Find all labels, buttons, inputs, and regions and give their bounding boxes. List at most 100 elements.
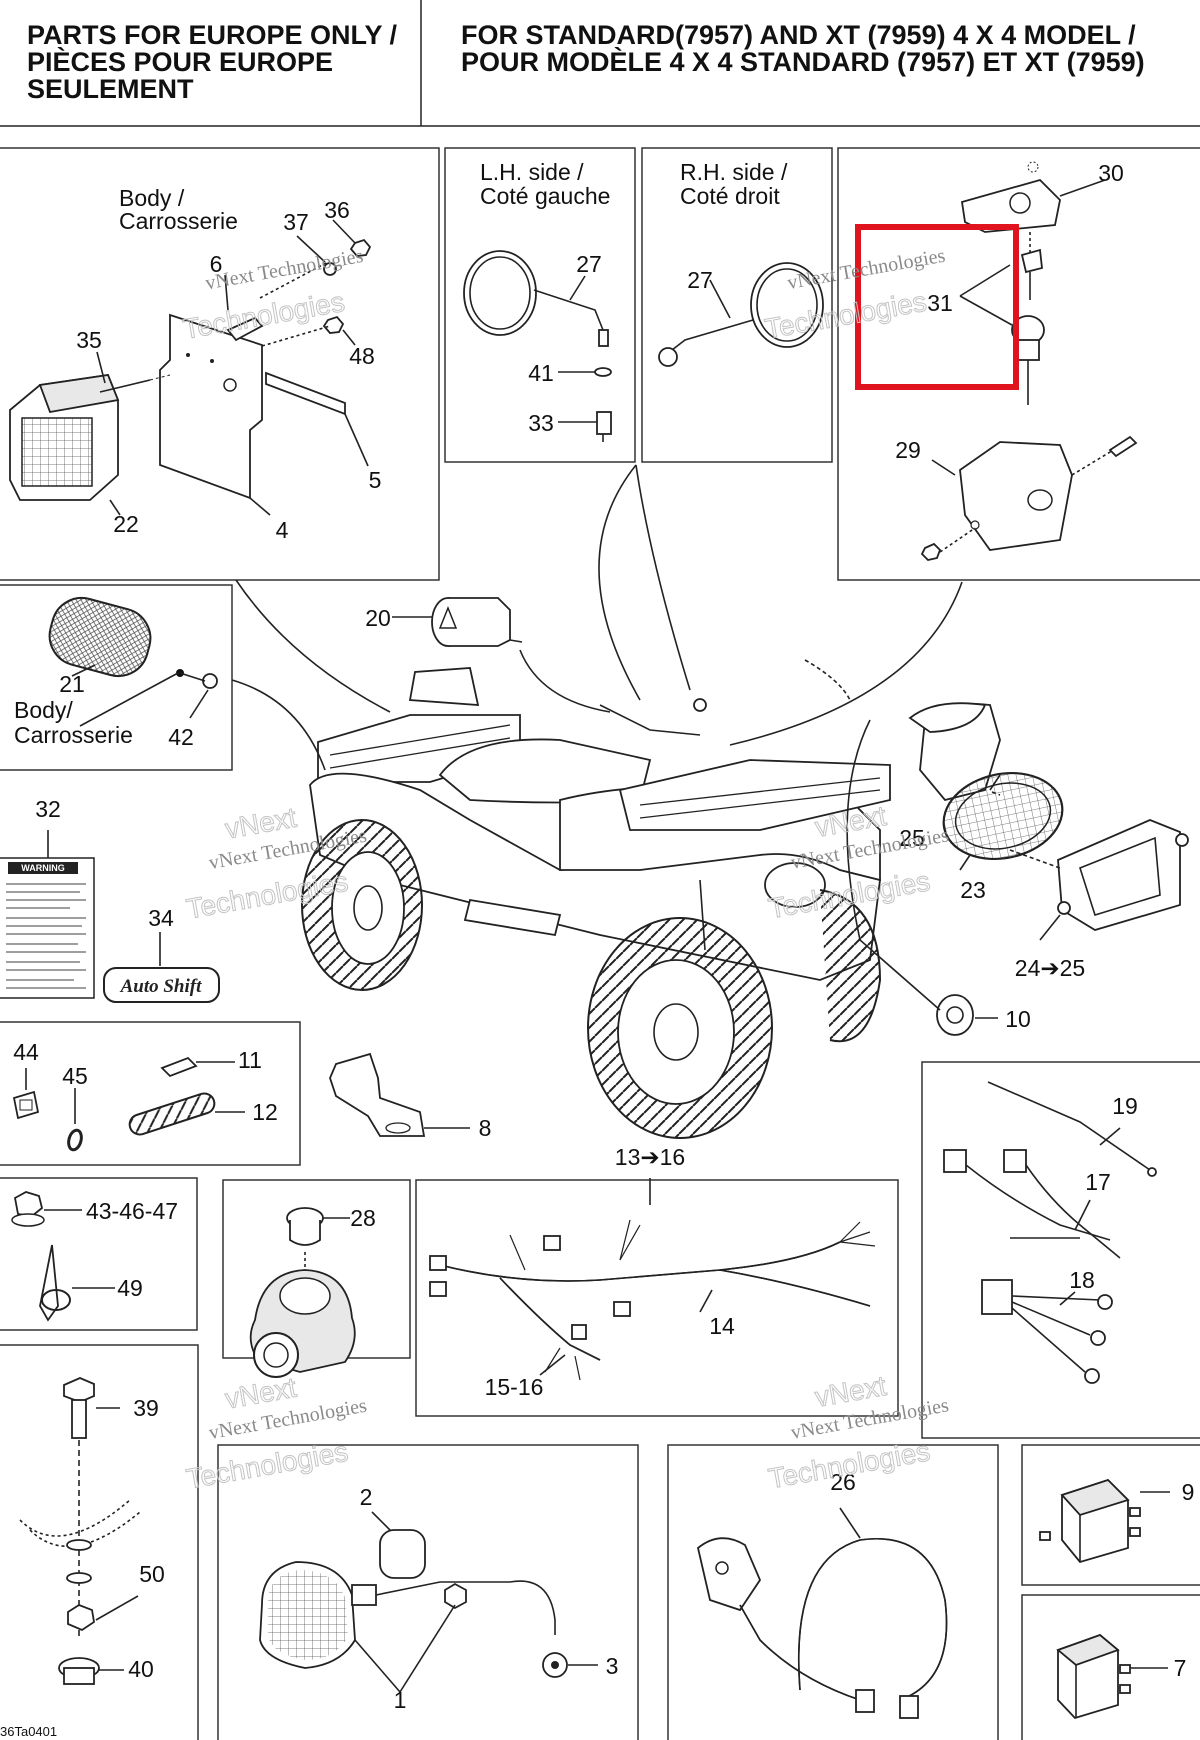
key-part-31 bbox=[1020, 248, 1043, 274]
nut-part-43 bbox=[13, 1191, 44, 1217]
callout-3: 3 bbox=[606, 1653, 619, 1679]
rh-side-label-line-2: Coté droit bbox=[680, 183, 780, 209]
callout-27-rh: 27 bbox=[687, 267, 713, 293]
connector-part-17 bbox=[943, 1149, 967, 1173]
washer-part-41 bbox=[594, 367, 612, 377]
header: PARTS FOR EUROPE ONLY / PIÈCES POUR EURO… bbox=[0, 0, 1200, 127]
pointer-curves bbox=[231, 464, 1061, 1011]
turn-signal-assembly bbox=[259, 1511, 598, 1693]
rh-mirror-part-27 bbox=[750, 262, 824, 348]
panel-handlebar-switch bbox=[667, 1444, 999, 1740]
lh-side-label-line-2: Coté gauche bbox=[480, 183, 610, 209]
panel-lh-mirror bbox=[444, 147, 636, 463]
nut-part-48 bbox=[322, 315, 345, 334]
panel-ignition bbox=[837, 147, 1200, 581]
callout-14: 14 bbox=[709, 1313, 735, 1339]
callout-37: 37 bbox=[283, 209, 309, 235]
callout-42: 42 bbox=[168, 724, 194, 750]
grommet-part-2 bbox=[379, 1529, 426, 1579]
callout-17: 17 bbox=[1085, 1169, 1111, 1195]
reflector-part-21 bbox=[48, 596, 152, 678]
bracket-part-8 bbox=[329, 1052, 426, 1137]
figure-code: 36Ta0401 bbox=[0, 1724, 57, 1739]
headlight-assembly bbox=[908, 702, 1189, 941]
gasket-part-44 bbox=[12, 1090, 40, 1120]
callout-33: 33 bbox=[528, 410, 554, 436]
callout-8: 8 bbox=[479, 1115, 492, 1141]
watermark-outline: Technologies bbox=[181, 286, 347, 345]
callout-21: 21 bbox=[59, 671, 85, 697]
spring-part-12 bbox=[128, 1092, 216, 1136]
callout-24-25: 24➔25 bbox=[1015, 955, 1085, 981]
callout-19: 19 bbox=[1112, 1093, 1138, 1119]
relay-part-9 bbox=[1039, 1478, 1170, 1564]
callout-34: 34 bbox=[148, 905, 174, 931]
screw-part-35 bbox=[99, 379, 151, 393]
relay-part-7 bbox=[1056, 1633, 1168, 1720]
callout-35: 35 bbox=[76, 327, 102, 353]
wiring-harness-part-14 bbox=[429, 1178, 876, 1381]
tail-light-part-22 bbox=[9, 374, 120, 501]
callout-25: 25 bbox=[899, 825, 925, 851]
callout-39: 39 bbox=[133, 1395, 159, 1421]
highlight-box bbox=[855, 224, 1019, 390]
callout-27-lh: 27 bbox=[576, 251, 602, 277]
callout-36: 36 bbox=[324, 197, 350, 223]
washer-part-50 bbox=[67, 1603, 95, 1632]
callout-1: 1 bbox=[394, 1687, 407, 1713]
panel-small-parts bbox=[0, 1021, 301, 1166]
reflector-body-label-line-1: Body/ bbox=[14, 697, 73, 723]
bezel-part-24 bbox=[1057, 819, 1181, 931]
body-label-line-2: Carrosserie bbox=[119, 208, 238, 234]
washer-part-37 bbox=[323, 262, 337, 276]
panel-bolts bbox=[0, 1344, 199, 1740]
callout-4: 4 bbox=[276, 517, 289, 543]
nut-part-42 bbox=[202, 673, 218, 689]
callout-43-46-47: 43-46-47 bbox=[86, 1198, 178, 1224]
lh-mirror-assembly: L.H. side / Coté gauche bbox=[463, 159, 612, 442]
reflector-body-label-line-2: Carrosserie bbox=[14, 722, 133, 748]
atv-vehicle bbox=[301, 667, 891, 1139]
spacer-part-6 bbox=[226, 316, 264, 342]
callout-40: 40 bbox=[128, 1656, 154, 1682]
panel-license-plate bbox=[0, 147, 440, 581]
right-title-line-1: FOR STANDARD(7957) AND XT (7959) 4 X 4 M… bbox=[461, 20, 1136, 50]
callout-13-16: 13➔16 bbox=[615, 1144, 685, 1170]
callout-50: 50 bbox=[139, 1561, 165, 1587]
callout-29: 29 bbox=[895, 437, 921, 463]
panel-wiring-sub bbox=[921, 1061, 1200, 1439]
relay-socket-part-18 bbox=[981, 1279, 1013, 1315]
callout-45: 45 bbox=[62, 1063, 88, 1089]
connector-part-11 bbox=[160, 1056, 198, 1078]
callout-49: 49 bbox=[117, 1275, 143, 1301]
callout-20: 20 bbox=[365, 605, 391, 631]
callout-18: 18 bbox=[1069, 1267, 1095, 1293]
callout-11: 11 bbox=[238, 1047, 262, 1073]
reflector-assembly: Body/ Carrosserie bbox=[14, 596, 218, 748]
o-ring-part-45 bbox=[67, 1128, 83, 1152]
callout-7: 7 bbox=[1174, 1655, 1187, 1681]
left-title-line-1: PARTS FOR EUROPE ONLY / bbox=[27, 20, 398, 50]
callout-44: 44 bbox=[13, 1039, 39, 1065]
housing-part-29 bbox=[959, 441, 1073, 551]
rh-side-label-line-1: R.H. side / bbox=[680, 159, 788, 185]
panel-turn-signal bbox=[217, 1444, 639, 1740]
callout-numbers: 1 2 3 4 5 6 7 8 9 10 11 12 13➔16 14 15-1… bbox=[13, 160, 1194, 1713]
body-label-line-1: Body / bbox=[119, 185, 185, 211]
callout-32: 32 bbox=[35, 796, 61, 822]
fasteners bbox=[11, 1191, 115, 1322]
rh-mirror-assembly: R.H. side / Coté droit bbox=[658, 159, 824, 367]
right-title-line-2: POUR MODÈLE 4 X 4 STANDARD (7957) ET XT … bbox=[461, 46, 1145, 77]
callout-23: 23 bbox=[960, 877, 986, 903]
horn-part-10 bbox=[936, 994, 998, 1036]
callout-9: 9 bbox=[1182, 1479, 1195, 1505]
panel-fasteners bbox=[0, 1177, 198, 1331]
callout-12: 12 bbox=[252, 1099, 278, 1125]
panel-borders bbox=[0, 147, 1200, 1740]
switch-part-20 bbox=[392, 597, 523, 647]
panel-relay-9 bbox=[1021, 1444, 1200, 1586]
nut-part-36 bbox=[349, 238, 372, 257]
plate-bracket-part-4 bbox=[159, 313, 263, 500]
wiring-sub-assembly bbox=[943, 1081, 1157, 1384]
